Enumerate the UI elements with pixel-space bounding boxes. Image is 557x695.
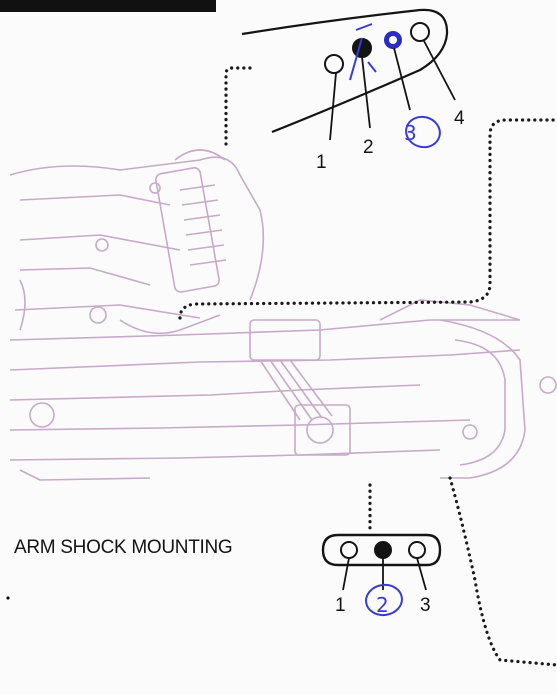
upper-mount-holes <box>324 22 430 74</box>
lower-label-1: 1 <box>335 595 346 616</box>
upper-label-2: 2 <box>363 137 374 158</box>
lower-pen-circle <box>365 583 403 617</box>
lower-label-2-circled: 2 <box>376 593 389 617</box>
chassis-line-art <box>9 149 557 481</box>
lower-hole-1 <box>340 541 358 559</box>
lower-mount-holes <box>340 541 426 559</box>
upper-hole-4 <box>410 22 430 42</box>
title-bar-fragment <box>0 0 216 12</box>
upper-label-3-circled: 3 <box>404 121 417 145</box>
callout-dotted-lines <box>178 66 557 667</box>
upper-pen-marks <box>349 23 441 149</box>
arm-shock-mounting-caption: ARM SHOCK MOUNTING <box>14 537 233 558</box>
upper-hole-1 <box>324 54 344 74</box>
stray-dot <box>6 596 10 600</box>
lower-hole-2 <box>374 541 392 559</box>
lower-mount-plate <box>321 533 442 567</box>
upper-mount-bracket <box>241 8 449 134</box>
upper-label-1: 1 <box>316 152 327 173</box>
lower-label-3: 3 <box>420 595 431 616</box>
upper-leader-lines <box>329 40 456 141</box>
upper-label-4: 4 <box>454 108 465 129</box>
upper-hole-2 <box>352 38 372 58</box>
lower-hole-3 <box>408 541 426 559</box>
